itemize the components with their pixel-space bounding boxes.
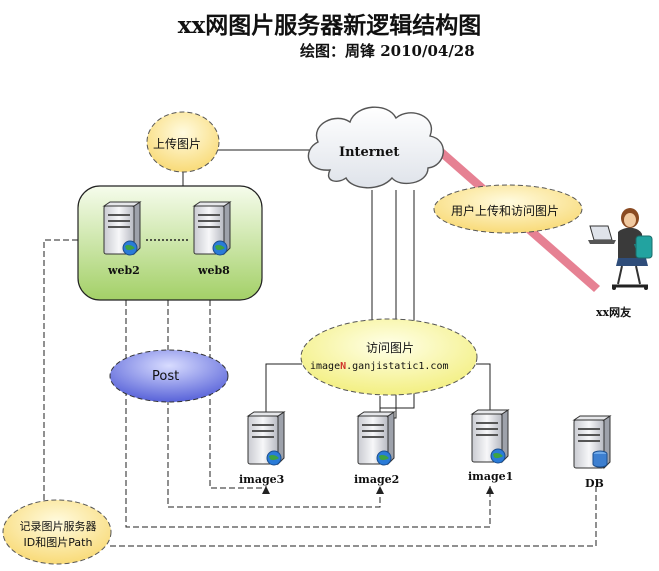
visit-label: 访问图片	[366, 341, 415, 355]
web2-label: web2	[108, 264, 140, 277]
record-label-line2: ID和图片Path	[23, 536, 93, 549]
db-label: DB	[585, 477, 604, 490]
visit-domain-prefix: image	[310, 361, 341, 372]
arrow-heads	[262, 486, 494, 494]
visit-domain: imageN.ganjistatic1.com	[310, 361, 449, 372]
record-bubble	[2, 499, 112, 565]
visit-domain-n: N	[340, 361, 347, 372]
user-at-laptop-icon	[588, 208, 653, 290]
internet-cloud-icon	[307, 106, 445, 189]
upload-bubble	[146, 111, 220, 173]
user-upload-visit-label: 用户上传和访问图片	[451, 204, 560, 218]
post-label: Post	[152, 369, 180, 384]
diagram-subtitle: 绘图：周锋 2010/04/28	[300, 42, 475, 60]
record-label-line1: 记录图片服务器	[19, 520, 97, 533]
internet-label: Internet	[339, 145, 400, 160]
user-label: xx网友	[596, 306, 632, 319]
visit-bubble	[300, 318, 478, 396]
web8-server-icon	[192, 201, 232, 256]
image2-server-icon	[356, 411, 396, 466]
image1-server-icon	[470, 409, 510, 464]
db-server-icon	[572, 415, 612, 470]
diagram-title: xx网图片服务器新逻辑结构图	[177, 12, 482, 39]
image3-label: image3	[239, 473, 285, 486]
web8-label: web8	[198, 264, 230, 277]
user-upload-visit-bubble	[433, 184, 583, 234]
image2-label: image2	[354, 473, 400, 486]
upload-label: 上传图片	[153, 137, 202, 151]
visit-domain-suffix: .ganjistatic1.com	[346, 361, 449, 372]
solid-links	[182, 149, 491, 419]
image3-server-icon	[246, 411, 286, 466]
image1-label: image1	[468, 470, 514, 483]
web2-server-icon	[102, 201, 142, 256]
post-bubble	[109, 349, 229, 403]
